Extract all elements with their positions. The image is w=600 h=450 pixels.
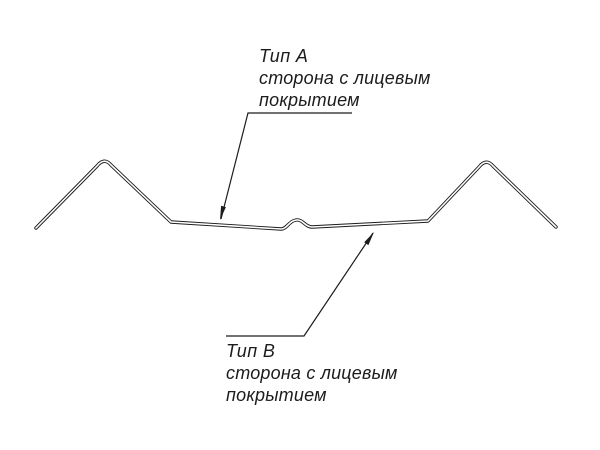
- type-a-line1: сторона с лицевым: [259, 68, 431, 88]
- sheet-profile-outline: [34, 159, 558, 231]
- type-a-line2: покрытием: [259, 90, 360, 110]
- sheet-profile-group: [34, 159, 558, 231]
- type-b-title: Тип B: [226, 341, 275, 361]
- type-b-line2: покрытием: [226, 385, 327, 405]
- leader-type-a: [220, 112, 352, 220]
- sheet-profile-thickness-gap: [35, 160, 557, 230]
- leader-type-a-arrowhead: [220, 205, 226, 220]
- annotation-type-b: Тип B сторона с лицевым покрытием: [226, 341, 398, 405]
- leader-type-b-arrowhead: [364, 232, 374, 246]
- leader-type-b: [226, 232, 374, 337]
- leader-type-a-line: [220, 112, 352, 220]
- type-a-title: Тип A: [259, 46, 308, 66]
- annotation-type-a: Тип A сторона с лицевым покрытием: [259, 46, 431, 110]
- type-b-line1: сторона с лицевым: [226, 363, 398, 383]
- leader-type-b-line: [226, 232, 374, 337]
